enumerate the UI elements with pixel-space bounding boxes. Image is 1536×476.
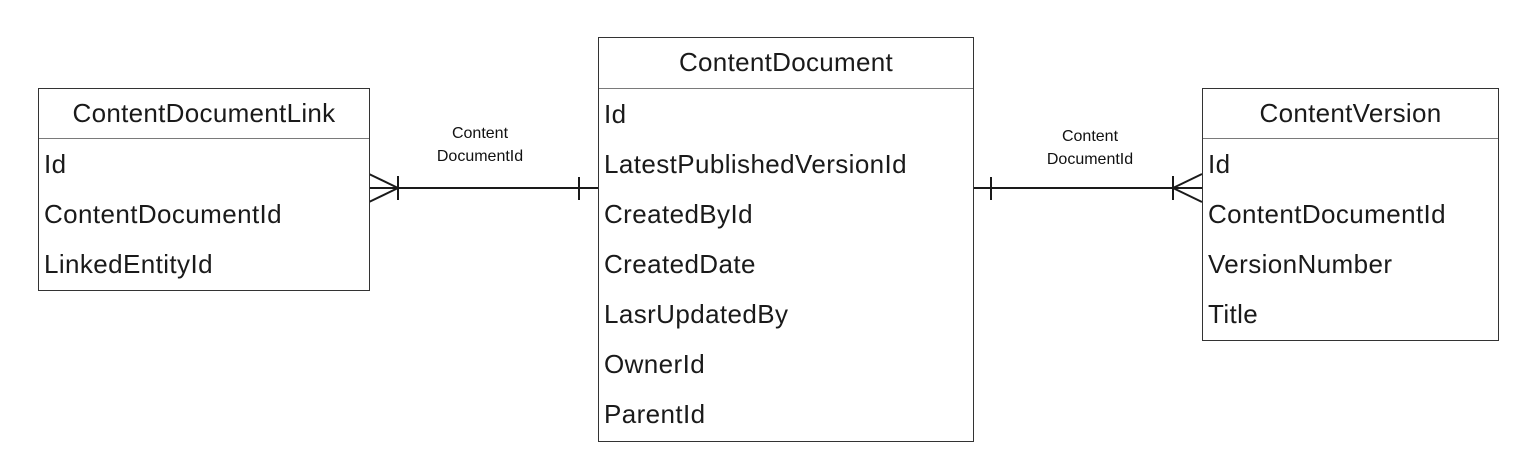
- relationship-label-line1: Content: [1061, 128, 1119, 145]
- relationship-link-to-document: [368, 173, 598, 203]
- relationship-document-to-version: [973, 173, 1203, 203]
- entity-field-owner-id: OwnerId: [604, 349, 706, 379]
- entity-field-linked-entity-id: LinkedEntityId: [44, 249, 213, 279]
- entity-field-content-document-id: ContentDocumentId: [44, 199, 283, 229]
- relationship-label-line1: Content: [451, 125, 509, 142]
- crows-foot-many-icon: [1172, 173, 1203, 203]
- entity-title: ContentDocument: [599, 38, 973, 89]
- entity-title: ContentDocumentLink: [39, 89, 369, 139]
- entity-field-id: Id: [1208, 149, 1231, 179]
- entity-field-parent-id: ParentId: [604, 399, 706, 429]
- entity-content-document-link[interactable]: ContentDocumentLink Id ContentDocumentId…: [38, 88, 370, 291]
- entity-field-version-number: VersionNumber: [1208, 249, 1393, 279]
- entity-field-last-updated-by: LasrUpdatedBy: [604, 299, 789, 329]
- entity-field-id: Id: [604, 99, 627, 129]
- entity-field-created-by-id: CreatedById: [604, 199, 753, 229]
- relationship-label-document-to-version: Content DocumentId: [1020, 125, 1160, 171]
- entity-field-title: Title: [1208, 299, 1259, 329]
- entity-field-content-document-id: ContentDocumentId: [1208, 199, 1447, 229]
- relationship-label-line2: DocumentId: [1046, 151, 1134, 168]
- entity-content-version[interactable]: ContentVersion Id ContentDocumentId Vers…: [1202, 88, 1499, 341]
- entity-field-created-date: CreatedDate: [604, 249, 756, 279]
- relationship-label-link-to-document: Content DocumentId: [410, 122, 550, 168]
- entity-content-document[interactable]: ContentDocument Id LatestPublishedVersio…: [598, 37, 974, 442]
- entity-field-id: Id: [44, 149, 67, 179]
- entity-title: ContentVersion: [1203, 89, 1498, 139]
- entity-field-latest-published-version-id: LatestPublishedVersionId: [604, 149, 908, 179]
- relationship-label-line2: DocumentId: [436, 148, 524, 165]
- crows-foot-many-icon: [368, 173, 399, 203]
